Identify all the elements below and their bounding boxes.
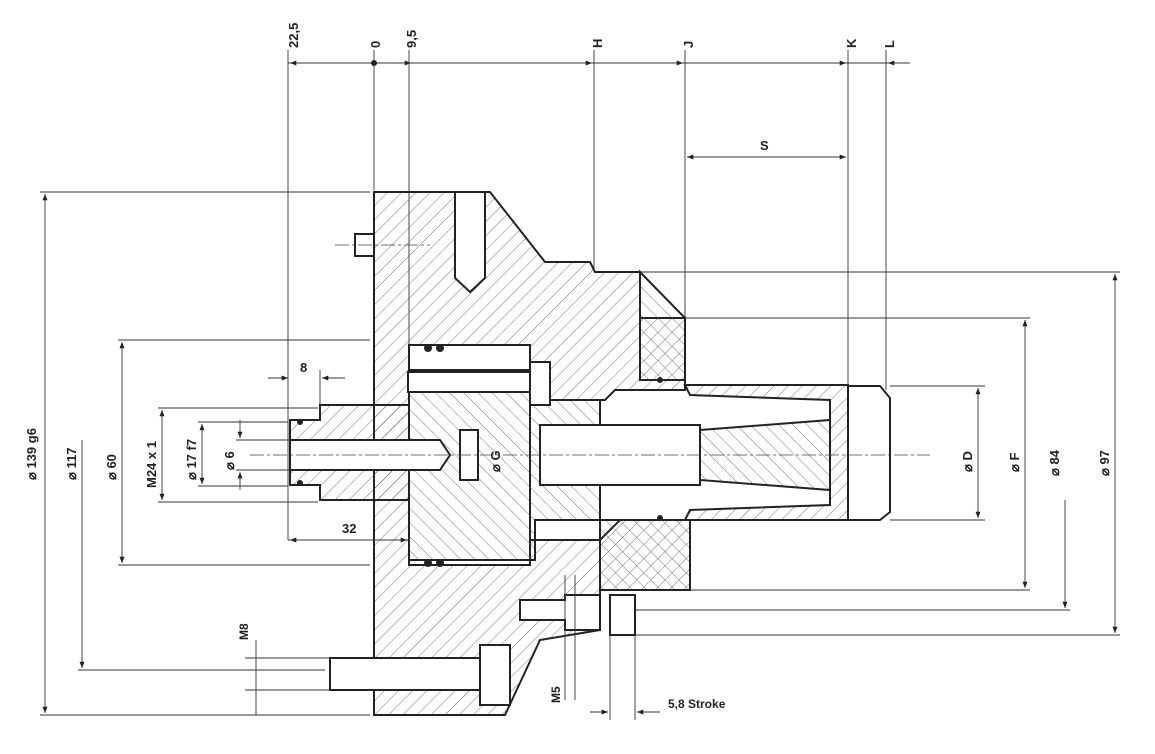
front-nose [599,269,691,591]
d117-value: 117 [64,448,79,469]
d6-label: ⌀ 6 [222,451,237,470]
d84-label: ⌀ 84 [1047,449,1062,476]
dim-J-label: J [681,41,696,48]
d60-label: ⌀ 60 [104,454,119,480]
bottom-dims [245,575,660,720]
dim-L-label: L [882,40,897,48]
d97-label: ⌀ 97 [1097,450,1112,476]
dim-0-label: 0 [368,41,383,48]
dG-label: ⌀ G [488,450,503,472]
dim-9-5-label: 9,5 [404,30,419,48]
dim-32-label: 32 [342,521,356,536]
d17-label: ⌀ 17 f7 [184,439,199,480]
dD-value: D [960,451,975,460]
d6-value: 6 [222,451,237,458]
m8-label: M8 [237,623,251,640]
dim-8-label: 8 [300,360,307,375]
dim-H-label: H [590,39,605,48]
air-fitting [519,594,636,636]
stroke-5-8-label: 5,8 Stroke [668,697,726,711]
left-diameter-dimensions [40,191,370,716]
dD-label: ⌀ D [960,451,975,472]
m5-label: M5 [549,686,563,703]
horizontal-small-dims [268,370,409,543]
d117-label: ⌀ 117 [64,448,79,480]
d17-value: 17 f7 [184,439,199,469]
dF-label: ⌀ F [1007,453,1022,472]
dim-K-label: K [844,38,859,48]
dF-value: F [1007,453,1022,461]
d60-value: 60 [104,454,119,468]
m24-label: M24 x 1 [144,441,159,488]
seals [297,344,663,567]
right-diameter-dimensions [635,271,1120,636]
d84-value: 84 [1047,449,1062,464]
mount-bolt [329,644,511,706]
dim-22-5-label: 22,5 [286,23,301,48]
d97-value: 97 [1097,450,1112,464]
d139-value: 139 g6 [24,428,39,468]
d139-label: ⌀ 139 g6 [24,428,39,480]
dG-value: G [488,450,503,460]
stroke-s-label: S [760,138,769,153]
